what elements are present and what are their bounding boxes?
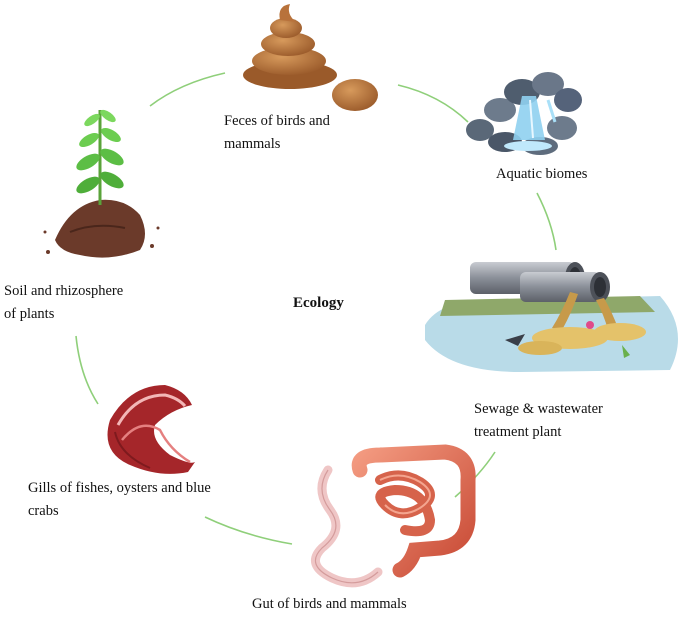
plant-soil-icon — [43, 109, 160, 258]
node-aquatic-line-1: Aquatic biomes — [496, 166, 588, 182]
node-aquatic-label: Aquatic biomes — [496, 163, 587, 186]
node-gills-line-1: Gills of fishes, oysters and blue — [28, 480, 211, 496]
node-gut-label: Gut of birds and mammals — [252, 593, 407, 616]
node-gills-label: Gills of fishes, oysters and blue crabs — [28, 477, 211, 523]
arc-gut-gills — [204, 516, 293, 545]
connector-arcs — [75, 72, 557, 545]
node-feces-line-2: mammals — [224, 136, 281, 152]
node-soil-label: Soil and rhizosphere of plants — [4, 280, 123, 326]
arc-soil-feces — [149, 72, 226, 107]
arc-aquatic-sewage — [536, 192, 557, 251]
arc-feces-aquatic — [397, 84, 469, 123]
node-sewage-label: Sewage & wastewater treatment plant — [474, 398, 603, 444]
intestines-icon — [310, 444, 476, 588]
node-soil-line-1: Soil and rhizosphere — [4, 283, 124, 299]
node-sewage-line-1: Sewage & wastewater — [474, 401, 603, 417]
arc-gills-soil — [75, 335, 99, 405]
feces-icon — [243, 4, 378, 111]
node-sewage-line-2: treatment plant — [474, 424, 562, 440]
waterfall-icon — [466, 72, 582, 155]
sewage-pipes-icon — [425, 262, 678, 372]
node-gills-line-2: crabs — [28, 503, 59, 519]
arc-sewage-gut — [454, 451, 496, 498]
node-feces-label: Feces of birds and mammals — [224, 110, 330, 156]
node-soil-line-2: of plants — [4, 306, 55, 322]
center-title: Ecology — [293, 295, 344, 311]
node-feces-line-1: Feces of birds and — [224, 113, 330, 129]
gills-icon — [107, 385, 195, 474]
node-gut-line-1: Gut of birds and mammals — [252, 596, 407, 612]
